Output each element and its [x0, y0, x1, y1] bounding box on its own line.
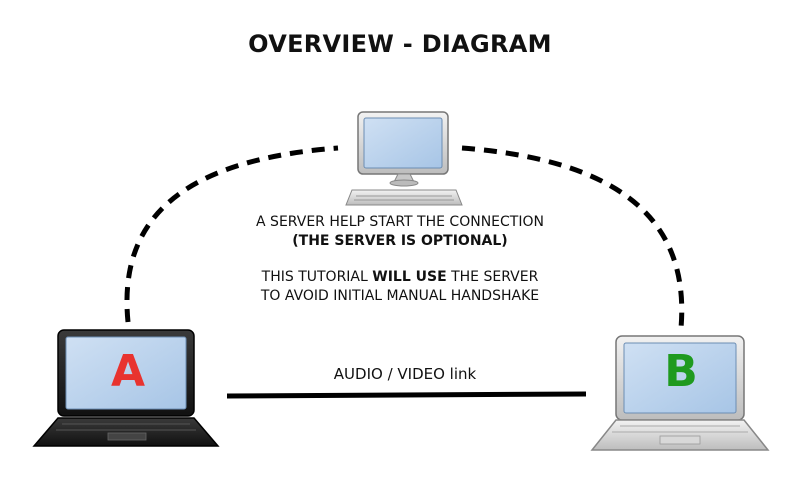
av-link-line	[226, 391, 587, 399]
peer-b-letter: B	[664, 346, 698, 397]
server-note-line2: (THE SERVER IS OPTIONAL)	[292, 233, 508, 249]
diagram-title: OVERVIEW - DIAGRAM	[248, 30, 552, 58]
laptop-black-icon	[32, 329, 220, 447]
laptop-silver-icon	[590, 335, 770, 451]
peer-a-letter: A	[110, 346, 146, 397]
tutorial-note-line2: TO AVOID INITIAL MANUAL HANDSHAKE	[260, 288, 540, 304]
desktop-computer-icon	[345, 111, 463, 206]
server-note: A SERVER HELP START THE CONNECTION (THE …	[200, 213, 600, 251]
dashed-link-server-to-b	[461, 145, 685, 329]
tutorial-note-line1: THIS TUTORIAL WILL USE THE SERVER	[261, 269, 539, 285]
server-note-line1: A SERVER HELP START THE CONNECTION	[256, 214, 544, 230]
av-link-label: AUDIO / VIDEO link	[333, 365, 477, 383]
tutorial-note: THIS TUTORIAL WILL USE THE SERVER TO AVO…	[200, 268, 600, 306]
dashed-link-server-to-a	[124, 145, 339, 323]
